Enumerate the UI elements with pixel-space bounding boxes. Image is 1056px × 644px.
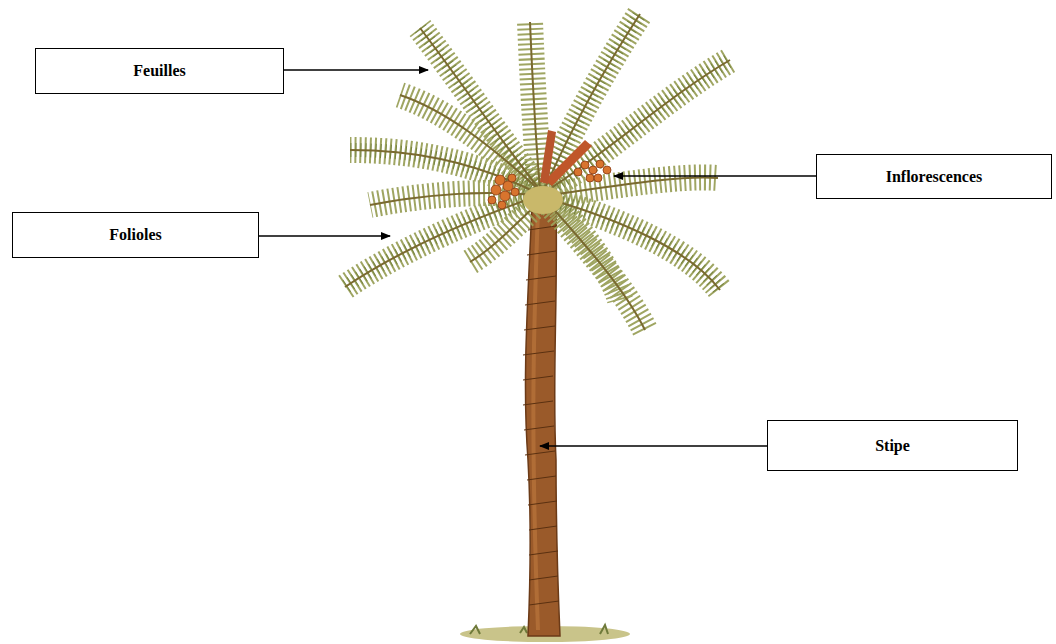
label-box: Inflorescences [816, 154, 1052, 199]
label-box: Stipe [767, 420, 1018, 471]
fronds [345, 14, 730, 330]
trunk [525, 205, 560, 636]
leader-lines [259, 70, 816, 446]
date-clusters [488, 160, 611, 209]
label-box: Feuilles [35, 48, 284, 94]
label-box: Folioles [12, 212, 259, 258]
part-name: Inflorescences [886, 168, 983, 186]
part-name: Folioles [109, 226, 161, 244]
part-name: Stipe [875, 437, 910, 455]
part-name: Feuilles [133, 62, 185, 80]
